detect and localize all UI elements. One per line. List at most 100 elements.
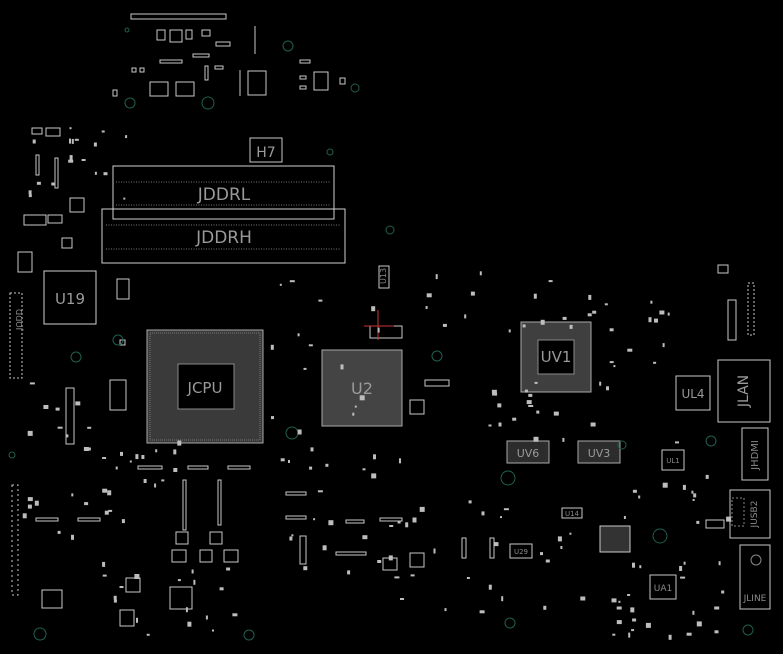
smd-pad [28,194,32,198]
smd-pad [377,327,380,333]
smd-pad [68,159,74,163]
smd-pad [85,447,91,451]
left-component-cluster [9,127,130,445]
smd-pad [612,633,616,636]
uv6-label: UV6 [517,447,540,460]
smd-pad [219,587,224,591]
smd-pad [34,500,39,506]
smd-pad [57,426,63,429]
bottom-component-cluster [11,465,495,627]
smd-pad [123,197,126,200]
jddrh-slot: JDDRH [101,208,346,264]
uv1-chip: UV1 [520,321,592,393]
smd-pad [560,546,563,549]
smd-pad [313,518,316,521]
smd-pad [177,440,182,446]
jusb2-connector: JUSB2 [729,489,771,539]
ua1-label: UA1 [654,584,672,594]
smd-pad [569,324,573,329]
smd-pad [27,504,32,509]
smd-pad [102,488,108,493]
smd-pad [394,576,400,579]
jhdmi-label: JHDMI [750,440,761,471]
smd-pad [648,317,652,323]
smd-pad [125,135,128,139]
smd-pad [627,348,633,352]
smd-pad [412,517,417,523]
smd-pad [425,306,428,309]
smd-pad [325,463,329,467]
smd-pad [528,393,533,397]
smd-pad [87,426,92,429]
smd-pad [479,271,482,276]
smd-pad [74,138,79,141]
smd-pad [627,594,631,596]
smd-pad [692,499,695,501]
smd-pad [136,617,138,623]
smd-pad [270,344,274,350]
smd-pad [120,451,123,456]
smd-pad [29,382,35,385]
smd-pad [498,422,502,427]
smd-pad [173,449,177,455]
smd-pad [714,630,719,634]
smd-pad [528,405,534,407]
smd-pad [632,562,635,568]
smd-pad [113,595,117,600]
smd-pad [143,479,147,483]
smd-pad [587,313,592,317]
jddrh-label: JDDRH [195,228,252,248]
smd-pad [27,430,33,436]
smd-pad [280,458,285,462]
smd-pad [308,344,313,347]
smd-pad [628,632,631,638]
smd-pad [606,386,609,391]
uv6-chip: UV6 [506,440,550,464]
uv3-chip: UV3 [577,440,621,464]
smd-pad [279,283,282,286]
smd-pad [400,598,404,600]
smd-pad [388,555,393,561]
smd-pad [108,509,113,512]
smd-pad [726,516,732,522]
smd-pad [611,598,617,603]
jline-connector: JLINE [739,544,771,610]
smd-pad [146,633,150,636]
smd-pad [444,608,447,612]
smd-pad [359,395,365,401]
u2-label: U2 [351,379,373,398]
smd-pad [71,534,74,540]
smd-pad [322,545,327,551]
smd-pad [51,182,56,186]
ul4-label: UL4 [681,387,704,401]
ul1-label: UL1 [666,457,679,465]
u19-label: U19 [55,290,85,308]
smd-pad [590,422,596,427]
smd-pad [599,381,602,386]
smd-pad [682,484,686,490]
smd-pad [55,407,60,411]
smd-pad [71,493,74,497]
smd-pad [693,493,697,498]
smd-pad [104,510,109,515]
smd-pad [405,522,409,528]
smd-pad [212,629,214,632]
smd-pad [508,329,511,333]
smd-pad [289,536,293,541]
smd-pad [141,455,145,459]
smd-pad [309,466,313,470]
smd-pad [94,171,97,175]
u2-chip: U2 [321,349,403,427]
smd-pad [588,294,592,300]
smd-pad [389,525,394,527]
smd-pad [107,490,112,496]
smd-pad [543,605,547,610]
smd-pad [232,613,238,617]
smd-pad [135,454,139,460]
u19-chip: U19 [43,270,97,325]
u14-label: U14 [565,510,580,518]
smd-pad [22,513,27,519]
smd-pad [303,367,307,370]
smd-pad [668,634,672,640]
